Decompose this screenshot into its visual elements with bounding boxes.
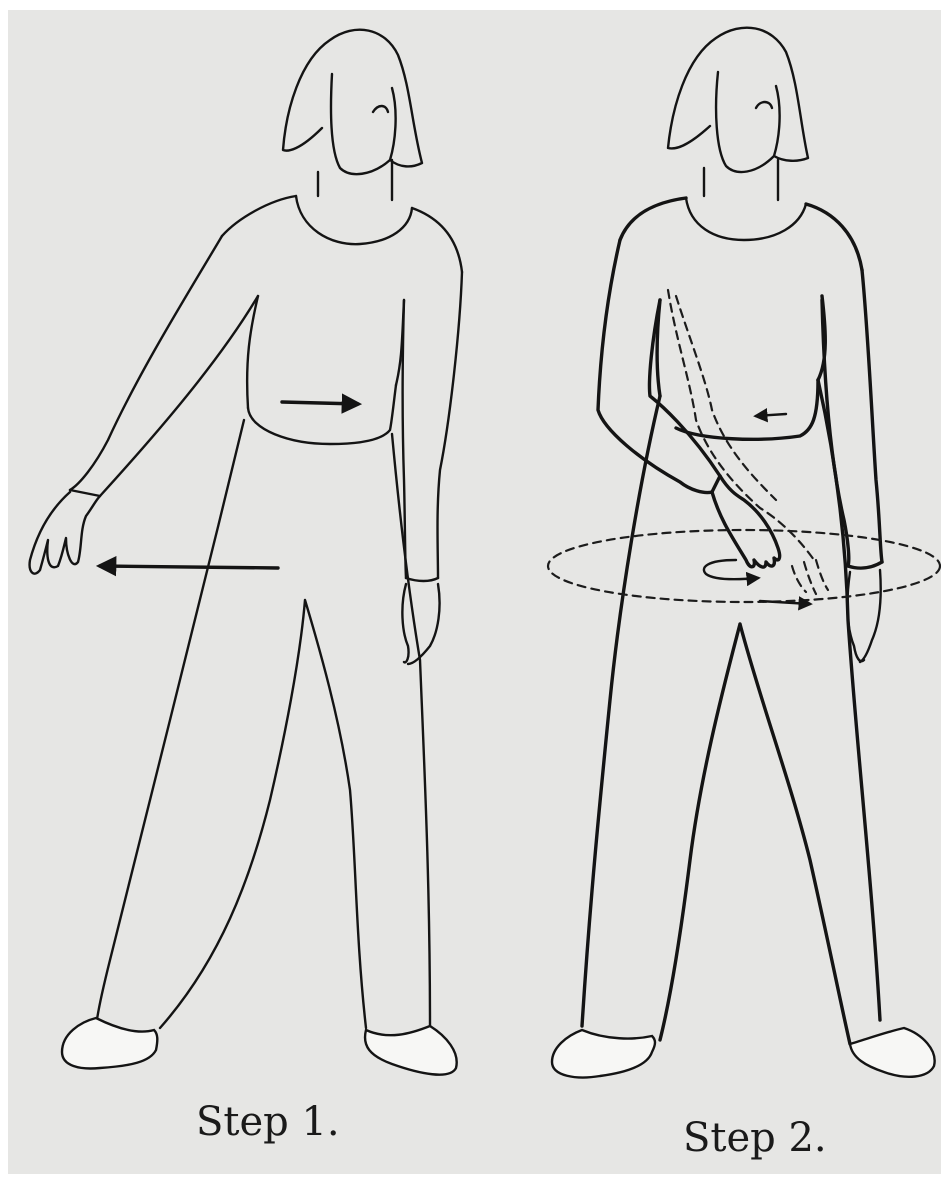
step2-bent-cuff bbox=[712, 476, 720, 492]
step2-caption: Step 2. bbox=[683, 1118, 827, 1158]
step1-hanging-arm bbox=[403, 272, 463, 578]
step2-ear bbox=[756, 102, 772, 108]
step2-hand-circle-arrow bbox=[704, 560, 758, 579]
step2-face bbox=[716, 72, 780, 172]
step2-waist-turn-arrow bbox=[756, 414, 786, 416]
step2-ghost-arm bbox=[668, 290, 814, 560]
step1-extended-hand bbox=[30, 492, 100, 574]
step1-hanging-hand bbox=[402, 584, 439, 664]
step2-ghost-hand bbox=[792, 560, 828, 594]
step2-left-shoe bbox=[552, 1030, 655, 1077]
step1-torso bbox=[222, 196, 462, 408]
step1-left-shoe bbox=[62, 1018, 157, 1068]
step2-hip-hand bbox=[712, 476, 780, 567]
step1-cuff-left bbox=[406, 578, 438, 581]
step2-figure bbox=[548, 28, 940, 1078]
step1-waist-turn-arrow bbox=[282, 402, 358, 404]
step1-trousers bbox=[96, 420, 430, 1030]
step1-figure bbox=[30, 30, 462, 1075]
step1-arm-swing-arrow bbox=[100, 566, 278, 568]
step2-waistband bbox=[676, 380, 818, 439]
step1-face bbox=[331, 74, 396, 174]
step2-right-shoe bbox=[850, 1028, 935, 1077]
step1-hair bbox=[283, 30, 422, 167]
step2-hanging-arm bbox=[822, 270, 882, 566]
step2-hanging-cuff bbox=[848, 562, 882, 568]
step2-neck bbox=[704, 160, 778, 200]
step2-hair bbox=[668, 28, 808, 161]
step1-waistband bbox=[248, 385, 396, 444]
step2-neckline bbox=[686, 198, 806, 240]
step2-hanging-hand bbox=[847, 570, 880, 662]
step1-cuff-right bbox=[70, 490, 100, 496]
step1-caption: Step 1. bbox=[196, 1102, 340, 1142]
step1-neckline bbox=[296, 196, 412, 244]
step1-ear bbox=[373, 106, 388, 112]
step1-extended-arm bbox=[70, 236, 258, 496]
step1-right-shoe bbox=[365, 1026, 457, 1075]
